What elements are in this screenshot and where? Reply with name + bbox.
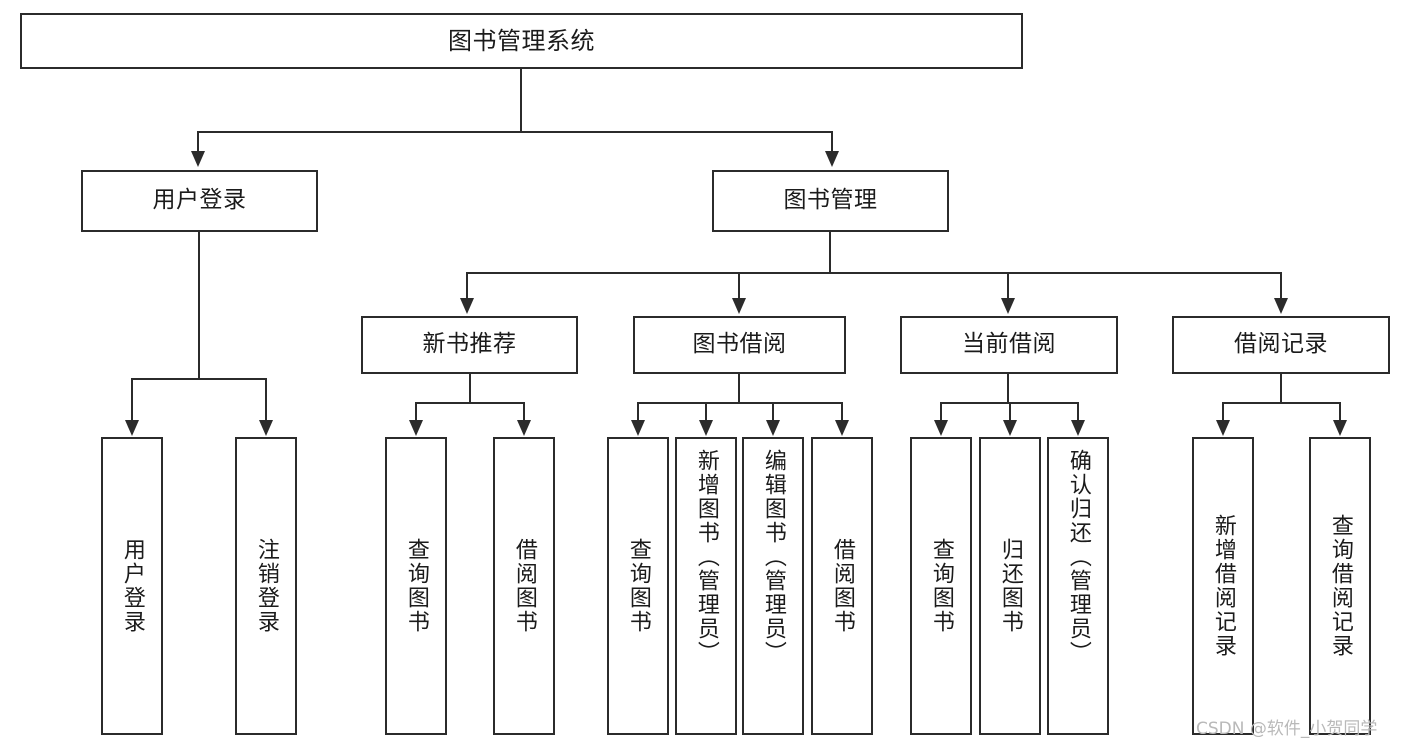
node-label: 借阅图书: [829, 538, 855, 634]
node-label: 用户登录: [152, 187, 247, 214]
arrow-to-logout-leaf: [259, 420, 273, 436]
connector-currentborrow-drop-2: [1009, 402, 1012, 420]
connector-userlogin-bus: [131, 378, 267, 381]
arrow-to-newbook-leaf-1: [409, 420, 423, 436]
node-label: 当前借阅: [962, 331, 1056, 358]
node-label: 借阅记录: [1234, 331, 1328, 358]
connector-newbook-drop-2: [523, 402, 526, 420]
watermark-text: CSDN @软件_小贺同学: [1196, 719, 1378, 739]
node-borrow-record[interactable]: 借阅记录: [1172, 316, 1390, 374]
node-label: 新书推荐: [422, 331, 517, 358]
node-book-management[interactable]: 图书管理: [712, 170, 949, 232]
connector-borrowrecord-bus: [1222, 402, 1341, 405]
arrow-to-bookborrow-leaf-2: [699, 420, 713, 436]
node-label: 图书管理: [783, 187, 878, 214]
arrow-to-bookborrow-leaf-3: [766, 420, 780, 436]
connector-newbook-drop-1: [415, 402, 418, 420]
leaf-query-book-recommend[interactable]: 查询图书: [385, 437, 447, 735]
connector-bookborrow-drop-3: [772, 402, 775, 420]
connector-newbook-stem: [469, 374, 472, 404]
connector-userlogin-stem: [198, 232, 201, 380]
connector-borrowrecord-drop-2: [1339, 402, 1342, 420]
arrow-to-currentborrow-leaf-3: [1071, 420, 1085, 436]
leaf-return-book[interactable]: 归还图书: [979, 437, 1041, 735]
connector-userlogin-drop-2: [265, 378, 268, 420]
connector-currentborrow-stem: [1007, 374, 1010, 404]
connector-bookborrow-drop-2: [705, 402, 708, 420]
leaf-add-book-admin[interactable]: 新增图书（管理员）: [675, 437, 737, 735]
node-label: 确认归还（管理员）: [1065, 449, 1091, 665]
leaf-confirm-return-admin[interactable]: 确认归还（管理员）: [1047, 437, 1109, 735]
connector-bookmgmt-drop-2: [738, 272, 741, 298]
node-label: 归还图书: [997, 538, 1023, 634]
connector-bookborrow-drop-4: [841, 402, 844, 420]
node-current-borrow[interactable]: 当前借阅: [900, 316, 1118, 374]
node-label: 查询图书: [625, 538, 651, 634]
arrow-to-bookborrow-leaf-1: [631, 420, 645, 436]
connector-root-stem: [520, 69, 523, 133]
arrow-to-book-management: [825, 151, 839, 167]
node-book-borrow[interactable]: 图书借阅: [633, 316, 846, 374]
connector-bookborrow-drop-1: [637, 402, 640, 420]
arrow-to-borrowrecord-leaf-1: [1216, 420, 1230, 436]
connector-bookmgmt-drop-3: [1007, 272, 1010, 298]
leaf-query-borrow-record[interactable]: 查询借阅记录: [1309, 437, 1371, 735]
leaf-edit-book-admin[interactable]: 编辑图书（管理员）: [742, 437, 804, 735]
node-label: 查询借阅记录: [1327, 514, 1353, 658]
arrow-to-new-book-recommend: [460, 298, 474, 314]
arrow-to-borrowrecord-leaf-2: [1333, 420, 1347, 436]
node-label: 编辑图书（管理员）: [760, 449, 786, 665]
leaf-logout[interactable]: 注销登录: [235, 437, 297, 735]
connector-userlogin-drop-1: [131, 378, 134, 420]
leaf-borrow-book[interactable]: 借阅图书: [811, 437, 873, 735]
leaf-borrow-book-recommend[interactable]: 借阅图书: [493, 437, 555, 735]
node-label: 新增借阅记录: [1210, 514, 1236, 658]
node-label: 图书管理系统: [448, 26, 595, 55]
connector-bookmgmt-drop-1: [466, 272, 469, 298]
connector-bookborrow-stem: [738, 374, 741, 404]
node-label: 用户登录: [119, 538, 145, 634]
arrow-to-current-borrow: [1001, 298, 1015, 314]
node-label: 查询图书: [403, 538, 429, 634]
leaf-query-book-current[interactable]: 查询图书: [910, 437, 972, 735]
connector-bookborrow-bus: [637, 402, 843, 405]
arrow-to-user-login-leaf: [125, 420, 139, 436]
connector-currentborrow-drop-3: [1077, 402, 1080, 420]
connector-root-drop-right: [831, 131, 834, 151]
leaf-add-borrow-record[interactable]: 新增借阅记录: [1192, 437, 1254, 735]
node-label: 查询图书: [928, 538, 954, 634]
connector-root-bus: [197, 131, 833, 134]
connector-borrowrecord-stem: [1280, 374, 1283, 404]
arrow-to-user-login: [191, 151, 205, 167]
connector-borrowrecord-drop-1: [1222, 402, 1225, 420]
node-label: 注销登录: [253, 538, 279, 634]
leaf-user-login[interactable]: 用户登录: [101, 437, 163, 735]
arrow-to-newbook-leaf-2: [517, 420, 531, 436]
arrow-to-currentborrow-leaf-2: [1003, 420, 1017, 436]
connector-root-drop-left: [197, 131, 200, 151]
node-label: 借阅图书: [511, 538, 537, 634]
leaf-query-book-borrow[interactable]: 查询图书: [607, 437, 669, 735]
node-book-management-system[interactable]: 图书管理系统: [20, 13, 1023, 69]
node-label: 新增图书（管理员）: [693, 449, 719, 665]
connector-bookmgmt-bus: [466, 272, 1282, 275]
connector-bookmgmt-stem: [829, 232, 832, 274]
connector-currentborrow-drop-1: [940, 402, 943, 420]
arrow-to-currentborrow-leaf-1: [934, 420, 948, 436]
node-user-login[interactable]: 用户登录: [81, 170, 318, 232]
arrow-to-book-borrow: [732, 298, 746, 314]
connector-bookmgmt-drop-4: [1280, 272, 1283, 298]
node-label: 图书借阅: [692, 331, 787, 358]
arrow-to-borrow-record: [1274, 298, 1288, 314]
node-new-book-recommend[interactable]: 新书推荐: [361, 316, 578, 374]
arrow-to-bookborrow-leaf-4: [835, 420, 849, 436]
connector-newbook-bus: [415, 402, 525, 405]
